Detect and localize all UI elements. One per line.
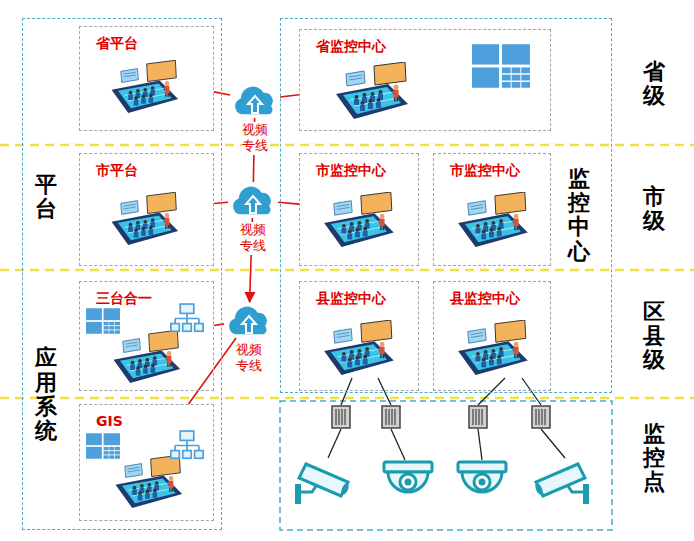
center-box: 三台合一: [79, 281, 214, 391]
video-link: [280, 95, 299, 97]
level-label: 省级: [643, 60, 665, 108]
control-room: [112, 60, 528, 508]
box-title: 县监控中心: [316, 290, 386, 308]
video-wall-icon: [86, 44, 530, 459]
video-link: [214, 202, 228, 203]
box-title: 三台合一: [96, 290, 152, 308]
cloud-shape: [224, 302, 274, 338]
center-box: 县监控中心: [299, 281, 419, 391]
box-title: 市平台: [96, 162, 138, 180]
box-title: 市监控中心: [316, 162, 386, 180]
level-label: 监控点: [643, 422, 665, 495]
vertical-title: 平台: [35, 173, 57, 221]
link-label: 视频专线: [240, 222, 266, 255]
level-label-wrap: 省级: [643, 60, 665, 108]
level-divider: [0, 145, 694, 398]
vertical-title: 监控中心: [568, 167, 590, 264]
network-cloud: 视频专线: [228, 182, 278, 218]
network-cloud: 视频专线: [224, 302, 274, 338]
box-title: 省平台: [96, 35, 138, 53]
group-panel: 省平台市平台三台合一 GIS 平台应用系统: [22, 18, 222, 530]
video-link: [214, 92, 230, 95]
level-label-wrap: 监控点: [643, 422, 665, 495]
level-label: 区县级: [643, 300, 665, 373]
video-link: [278, 202, 299, 204]
box-title: 县监控中心: [450, 290, 520, 308]
box-title: 市监控中心: [450, 162, 520, 180]
vertical-title: 应用系统: [35, 346, 57, 443]
network-cloud: 视频专线: [230, 82, 280, 118]
center-box: 省平台: [79, 26, 214, 131]
center-box: 市平台: [79, 153, 214, 266]
network-icon: [171, 304, 203, 458]
camera: [295, 462, 589, 504]
cloud-shape: [228, 182, 278, 218]
video-link: [214, 324, 224, 326]
level-label: 市级: [643, 185, 665, 233]
center-box: 市监控中心: [299, 153, 419, 266]
link-label: 视频专线: [236, 342, 262, 375]
level-label-wrap: 市级: [643, 185, 665, 233]
box-title: 省监控中心: [316, 38, 386, 56]
level-label-wrap: 区县级: [643, 300, 665, 373]
center-box: GIS: [79, 404, 214, 521]
box-title: GIS: [96, 413, 123, 429]
recorder-box: [332, 406, 550, 428]
center-box: 县监控中心: [433, 281, 551, 391]
link-label: 视频专线: [242, 122, 268, 155]
cloud-shape: [230, 82, 280, 118]
video-link: [189, 338, 236, 404]
center-box: 省监控中心: [299, 29, 551, 131]
center-box: 市监控中心: [433, 153, 551, 266]
camera-panel: [280, 401, 612, 530]
group-panel: 省监控中心市监控中心 市监控中心县监控中心 县监控中心 监控中心: [280, 18, 612, 393]
